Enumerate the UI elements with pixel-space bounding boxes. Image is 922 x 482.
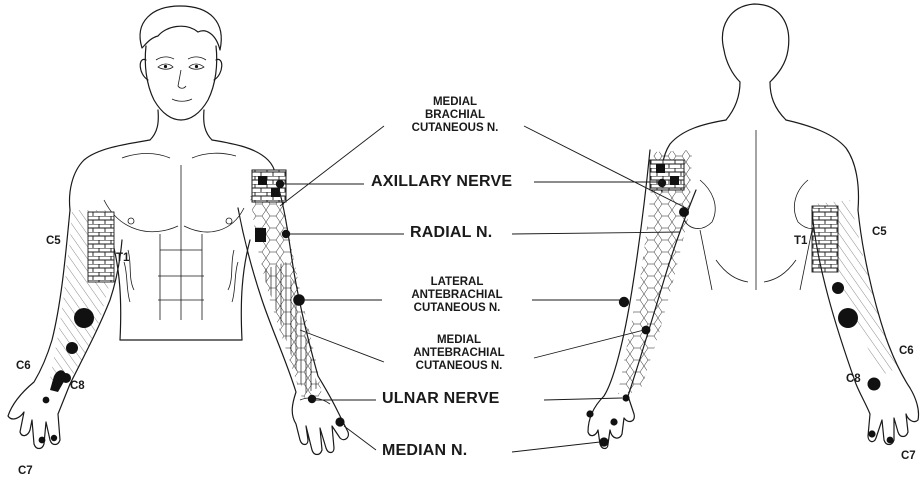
medial-brachial-line-3: CUTANEOUS N. [412, 122, 499, 135]
back-axillary-block-1 [656, 164, 665, 173]
front-c5-label: C5 [46, 235, 61, 248]
back-ulnar-dot-3 [610, 418, 617, 425]
back-head [722, 4, 788, 82]
front-axillary-dot [276, 180, 284, 188]
front-pec-right [184, 208, 244, 232]
back-ulnar-dot-2 [622, 394, 629, 401]
front-c8-label: C8 [70, 380, 85, 393]
leader-ulnar-back [544, 398, 622, 400]
front-arm-right-dot-7 [51, 435, 57, 441]
lateral-antebrachial-line-3: CUTANEOUS N. [411, 302, 502, 315]
back-axillary-block-2 [670, 176, 679, 185]
back-waist-left [700, 230, 712, 290]
lateral-antebrachial-line-2: ANTEBRACHIAL [411, 289, 502, 302]
front-arm-right-dot-1 [74, 308, 94, 328]
leader-medial-brachial-front [280, 126, 384, 206]
back-lat-left [716, 260, 748, 282]
medial-antebrachial-line-2: ANTEBRACHIAL [413, 347, 504, 360]
back-ulnar-dot-1 [586, 410, 593, 417]
front-c6-label: C6 [16, 360, 31, 373]
front-pupil-left [164, 65, 167, 68]
back-arm-right [812, 200, 919, 445]
front-neck-right [204, 110, 212, 140]
back-arm-right-dot-2 [832, 282, 844, 294]
back-arm-right-dot-5 [887, 437, 894, 444]
back-arm-right-dot-3 [868, 378, 881, 391]
back-t1-label: T1 [794, 235, 807, 248]
medial-brachial-label: MEDIAL BRACHIAL CUTANEOUS N. [412, 96, 499, 135]
front-shoulder-left [70, 140, 150, 210]
medial-antebrachial-line-1: MEDIAL [413, 334, 504, 347]
medial-brachial-line-2: BRACHIAL [412, 109, 499, 122]
back-c6-label: C6 [899, 345, 914, 358]
front-neck-left [150, 110, 158, 140]
front-c7-label: C7 [18, 465, 33, 478]
front-mouth [172, 99, 192, 101]
front-arm-right-dot-5 [43, 397, 50, 404]
front-ulnar-dot [308, 395, 316, 403]
ulnar-nerve-label: ULNAR NERVE [382, 390, 499, 408]
front-arm-right-dot-2 [66, 342, 78, 354]
front-abs [158, 226, 204, 320]
front-pec-left [104, 200, 178, 232]
back-axillary-patch [650, 160, 684, 190]
lateral-antebrachial-line-1: LATERAL [411, 276, 502, 289]
front-arm-left [238, 170, 348, 455]
medial-brachial-line-1: MEDIAL [412, 96, 499, 109]
front-nipple-left [128, 218, 134, 224]
back-arm-right-dot-1 [838, 308, 858, 328]
back-axillary-dot [658, 179, 666, 187]
front-nose [178, 70, 186, 88]
axillary-nerve-label: AXILLARY NERVE [371, 173, 512, 191]
back-radial-dot [679, 207, 689, 217]
front-pupil-right [195, 65, 198, 68]
leader-median-front [344, 426, 376, 450]
back-shoulder-right [786, 120, 859, 210]
front-face [145, 46, 216, 120]
front-brow-right [188, 57, 206, 60]
leader-median-back [512, 442, 600, 452]
medial-antebrachial-label: MEDIAL ANTEBRACHIAL CUTANEOUS N. [413, 334, 504, 373]
back-lat-right [764, 260, 796, 282]
back-figure [586, 4, 918, 449]
back-arm-left [586, 150, 696, 449]
front-hair [140, 6, 221, 50]
front-median-dot [335, 417, 344, 426]
front-axillary-block-1 [258, 176, 267, 185]
front-nipple-right [226, 218, 232, 224]
front-arm-right-brick-zone [88, 212, 114, 282]
front-lat-ante-dot [293, 294, 305, 306]
front-clavicle-left [122, 154, 170, 159]
medial-antebrachial-line-3: CUTANEOUS N. [413, 360, 504, 373]
median-nerve-label: MEDIAN N. [382, 442, 467, 460]
front-axillary-block-3 [255, 228, 266, 242]
front-brow-left [156, 57, 174, 60]
front-figure [8, 6, 348, 455]
front-oblique-right [228, 250, 238, 302]
front-arm-right-dot-6 [39, 437, 46, 444]
front-clavicle-right [192, 153, 236, 158]
back-median-dot [599, 437, 608, 446]
lateral-antebrachial-label: LATERAL ANTEBRACHIAL CUTANEOUS N. [411, 276, 502, 315]
radial-nerve-label: RADIAL N. [410, 224, 492, 242]
front-t1-label: T1 [116, 252, 129, 265]
back-c7-label: C7 [901, 450, 916, 463]
back-c8-label: C8 [846, 373, 861, 386]
back-c5-label: C5 [872, 226, 887, 239]
back-head-left [724, 50, 740, 82]
front-radial-dot [282, 230, 290, 238]
back-lat-ante-dot [619, 297, 629, 307]
front-arm-right [8, 210, 122, 449]
back-arm-right-dot-4 [868, 430, 875, 437]
back-neck [726, 82, 786, 120]
